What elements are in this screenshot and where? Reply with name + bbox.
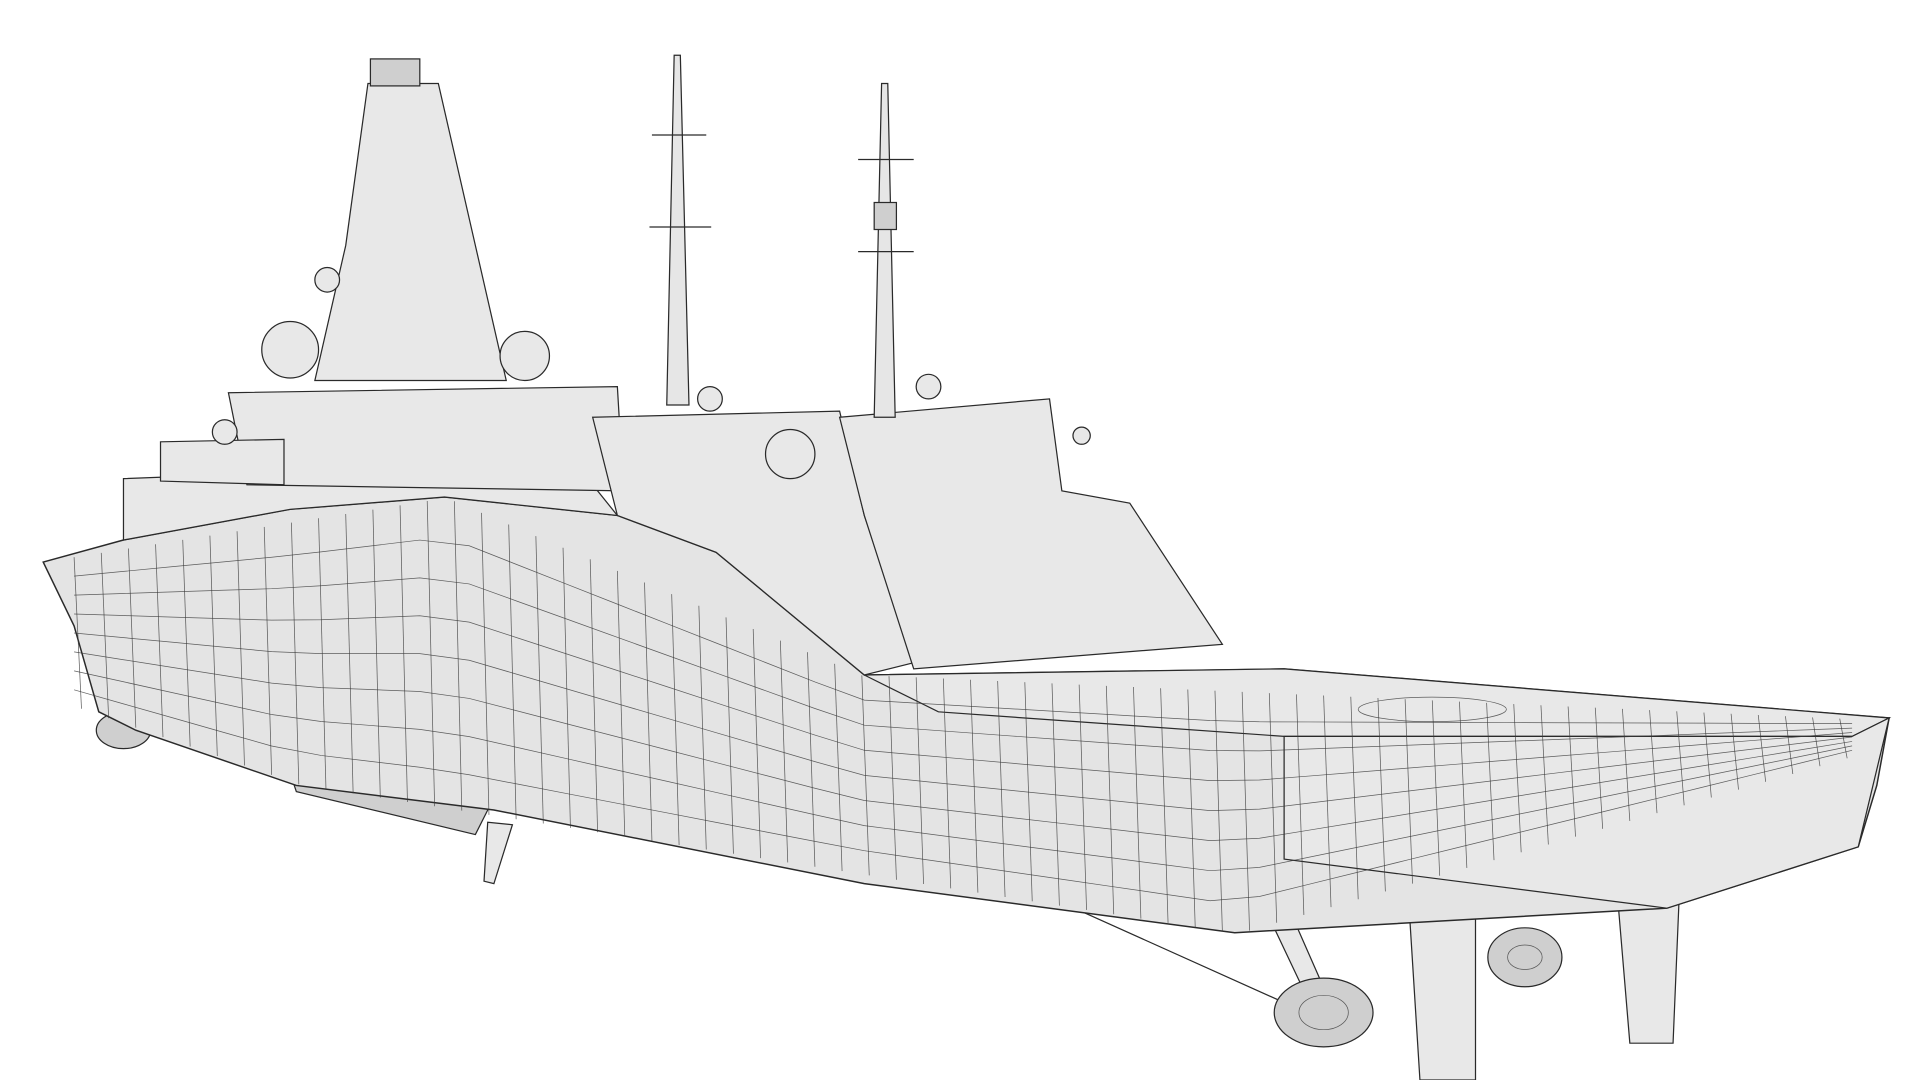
- hull-frame-line: [752, 628, 761, 859]
- bridge-deck: [227, 385, 625, 492]
- hull-frame-line: [671, 594, 680, 846]
- tower-top-radar: [369, 58, 421, 87]
- masts: [649, 54, 914, 418]
- dome-7: [211, 419, 238, 445]
- hull-frame-line: [1459, 701, 1468, 868]
- hull-frame-line: [915, 677, 924, 885]
- hull-frame-line: [1241, 691, 1250, 931]
- bridge-wing: [159, 438, 285, 486]
- hull-frame-line: [1051, 683, 1060, 906]
- hull-frame-line: [644, 582, 653, 841]
- hull-frame-line: [1703, 712, 1712, 798]
- hull-frame-line: [1431, 700, 1441, 876]
- hull-frame-line: [1567, 706, 1576, 837]
- hull-waterline: [73, 689, 1853, 902]
- hull-frame-line: [616, 570, 626, 837]
- hull-frame-line: [454, 501, 463, 811]
- hull-frame-line: [1268, 693, 1278, 923]
- hull-frame-line: [725, 617, 734, 854]
- hull-frame-line: [1187, 689, 1196, 928]
- hull-frame-line: [1350, 696, 1359, 900]
- hull-frame-line: [1160, 688, 1169, 923]
- hull-frame-line: [1133, 687, 1142, 919]
- hull-waterline: [74, 613, 1853, 781]
- dome-2: [499, 330, 551, 382]
- hull-frame-line: [1649, 710, 1658, 814]
- dome-3: [764, 428, 816, 480]
- hull-frame-line: [970, 679, 979, 893]
- superstructure: [122, 58, 1224, 676]
- hull-frame-line: [1785, 716, 1794, 775]
- hull-frame-line: [1812, 717, 1821, 767]
- hull-frame-line: [1105, 685, 1115, 915]
- hull-frame-line: [535, 536, 544, 824]
- hull-frame-line: [698, 605, 707, 850]
- hull-frame-line: [807, 652, 816, 867]
- hull-frame-line: [888, 676, 897, 880]
- hangar-block: [838, 398, 1224, 670]
- dome-4: [697, 385, 723, 412]
- hull-frame-line: [1024, 682, 1033, 902]
- wireframe-lines: [73, 501, 1853, 932]
- appendages: [95, 711, 1680, 1080]
- hull-frame-line: [589, 559, 598, 833]
- hull-frame-line: [481, 512, 490, 815]
- hull-frame-line: [1486, 702, 1495, 861]
- hull-waterline: [74, 577, 1853, 752]
- dome-5: [915, 373, 942, 400]
- hull-frame-line: [1377, 697, 1386, 892]
- hull-waterline: [74, 670, 1853, 872]
- hull-frame-line: [1594, 707, 1604, 829]
- hull-frame-line: [1676, 711, 1685, 806]
- hull-frame-line: [1540, 705, 1549, 845]
- hull-frame-line: [562, 547, 571, 828]
- propeller-right: [1487, 927, 1563, 988]
- hull-waterline: [74, 651, 1853, 842]
- hull-frame-line: [291, 522, 300, 785]
- hull-frame-line: [1730, 713, 1739, 790]
- hull-waterline: [74, 539, 1853, 724]
- hull-frame-line: [426, 501, 435, 807]
- hull-frame-line: [1757, 714, 1767, 782]
- dome-6: [314, 266, 341, 293]
- hull-frame-line: [997, 680, 1006, 898]
- hull-frame-line: [1323, 695, 1332, 908]
- helipad-circle: [1357, 696, 1507, 723]
- hull-frame-line: [508, 524, 517, 820]
- hull-frame-line: [779, 640, 789, 863]
- dome-8: [1072, 426, 1091, 445]
- hull-frame-line: [834, 663, 843, 872]
- hull-frame-line: [1214, 690, 1223, 932]
- hull-frame-line: [1296, 694, 1305, 915]
- strut-front: [483, 821, 514, 885]
- hull-frame-line: [1622, 708, 1631, 821]
- hull-frame-line: [1513, 704, 1522, 853]
- hull-frame-line: [1078, 684, 1087, 910]
- hull-frame-line: [942, 678, 952, 889]
- main-mast-tower: [314, 82, 508, 382]
- hull-waterline: [74, 632, 1853, 811]
- aft-mast: [873, 82, 896, 418]
- dome-1: [261, 320, 320, 379]
- propeller-left: [1273, 977, 1374, 1048]
- hull-frame-line: [1404, 699, 1413, 884]
- rudder-right: [1616, 895, 1680, 1044]
- forward-mast: [666, 54, 690, 406]
- mast-sensor: [873, 201, 898, 231]
